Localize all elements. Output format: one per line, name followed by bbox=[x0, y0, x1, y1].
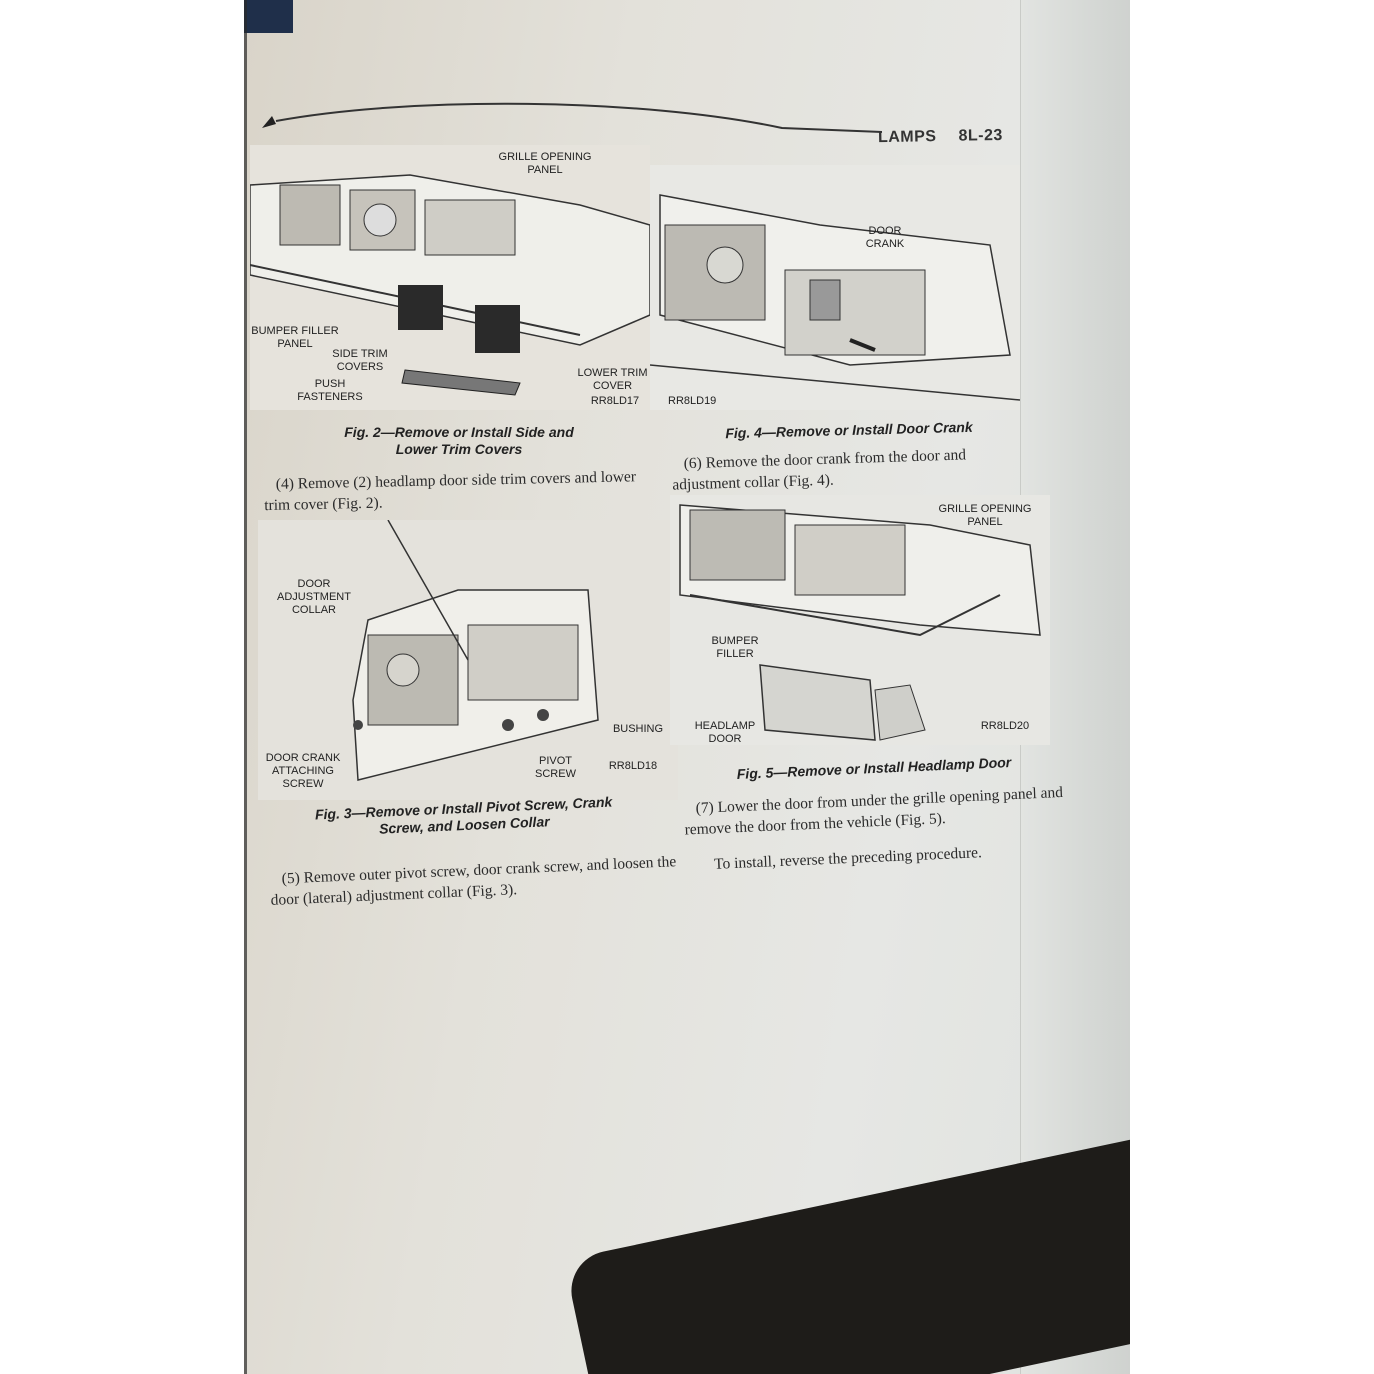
background-object bbox=[244, 0, 293, 33]
figure-3-illustration: DOOR ADJUSTMENT COLLAR DOOR CRANK ATTACH… bbox=[258, 520, 678, 800]
book-page-photo: LAMPS 8L-23 GRILLE OPENING PANEL BUMPER F… bbox=[244, 0, 1130, 1374]
figure-2-caption: Fig. 2—Remove or Install Side and Lower … bbox=[314, 424, 604, 458]
label-grille-opening-panel: GRILLE OPENING PANEL bbox=[938, 503, 1032, 528]
figure-5-caption: Fig. 5—Remove or Install Headlamp Door bbox=[736, 754, 1012, 782]
header-rule-arrow bbox=[262, 102, 882, 133]
label-grille-opening-panel: GRILLE OPENING PANEL bbox=[498, 151, 592, 176]
figure-code: RR8LD19 bbox=[668, 395, 717, 407]
figure-4-caption: Fig. 4—Remove or Install Door Crank bbox=[725, 418, 973, 442]
headlamp-assembly-drawing bbox=[250, 145, 650, 410]
label-door-crank: DOOR CRANK bbox=[865, 225, 905, 250]
figure-code: RR8LD17 bbox=[590, 395, 640, 407]
section-title: LAMPS bbox=[877, 128, 937, 147]
label-bushing: BUSHING bbox=[612, 723, 664, 735]
figure-2-illustration: GRILLE OPENING PANEL BUMPER FILLER PANEL… bbox=[250, 145, 650, 410]
figure-4-illustration: DOOR CRANK RR8LD19 bbox=[650, 165, 1020, 410]
label-bumper-filler-panel: BUMPER FILLER PANEL bbox=[251, 325, 339, 350]
label-push-fasteners: PUSH FASTENERS bbox=[297, 378, 363, 403]
step-7-text: (7) Lower the door from under the grille… bbox=[684, 783, 1064, 839]
label-pivot-screw: PIVOT SCREW bbox=[535, 755, 576, 780]
door-crank-drawing bbox=[650, 165, 1020, 410]
label-door-crank-attaching-screw: DOOR CRANK ATTACHING SCREW bbox=[265, 752, 341, 790]
label-bumper-filler: BUMPER FILLER bbox=[711, 635, 759, 660]
page-number: 8L-23 bbox=[958, 126, 1003, 145]
page-edge bbox=[244, 0, 247, 1374]
headlamp-door-drawing bbox=[670, 495, 1050, 745]
label-side-trim-covers: SIDE TRIM COVERS bbox=[332, 348, 388, 373]
label-lower-trim-cover: LOWER TRIM COVER bbox=[577, 367, 648, 392]
caption-line: Fig. 2—Remove or Install Side and bbox=[344, 424, 574, 440]
caption-line: Lower Trim Covers bbox=[395, 441, 523, 457]
pivot-screw-drawing bbox=[258, 520, 678, 800]
step-6-text: (6) Remove the door crank from the door … bbox=[672, 446, 967, 494]
figure-code: RR8LD20 bbox=[980, 720, 1030, 732]
figure-code: RR8LD18 bbox=[608, 760, 658, 772]
step-4-text: (4) Remove (2) headlamp door side trim c… bbox=[264, 468, 637, 515]
label-door-adjustment-collar: DOOR ADJUSTMENT COLLAR bbox=[277, 578, 351, 616]
label-headlamp-door: HEADLAMP DOOR bbox=[694, 720, 756, 745]
running-head: LAMPS 8L-23 bbox=[878, 127, 1003, 147]
figure-5-illustration: GRILLE OPENING PANEL BUMPER FILLER HEADL… bbox=[670, 495, 1050, 745]
step-5-text: (5) Remove outer pivot screw, door crank… bbox=[270, 853, 677, 909]
